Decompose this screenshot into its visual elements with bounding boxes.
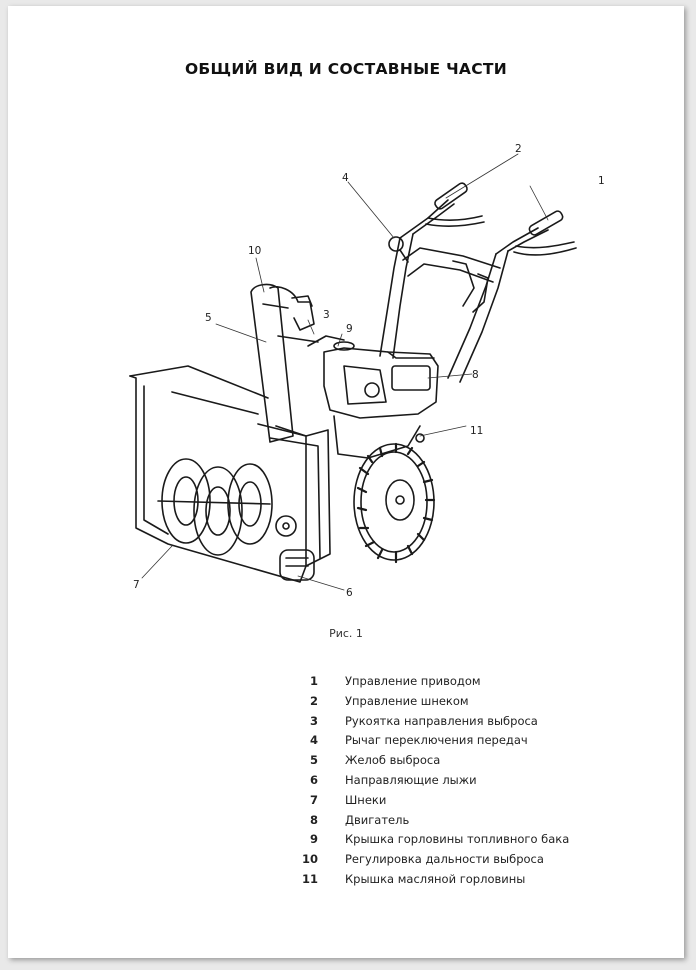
callout-4: 4 <box>342 172 349 184</box>
legend-number: 3 <box>309 713 318 728</box>
legend-number: 1 <box>309 674 318 688</box>
callout-2: 2 <box>515 143 522 155</box>
callout-6: 6 <box>346 587 353 599</box>
legend-label: Регулировка дальности выброса <box>345 852 544 867</box>
augers <box>157 458 273 556</box>
legend-label: Крышка горловины топливного бака <box>345 832 570 847</box>
callout-3: 3 <box>323 309 330 321</box>
callout-7: 7 <box>133 579 140 591</box>
legend-label: Рукоятка направления выброса <box>345 713 538 728</box>
figure-caption: Рис. 1 <box>329 627 363 640</box>
chute-direction-handle <box>307 335 345 347</box>
page-title: ОБЩИЙ ВИД И СОСТАВНЫЕ ЧАСТИ <box>184 60 508 78</box>
legend-label: Желоб выброса <box>345 753 441 768</box>
fuel-tank-cap <box>333 341 355 351</box>
callout-8: 8 <box>472 369 479 381</box>
handle-frame <box>379 199 549 383</box>
legend-label: Рычаг переключения передач <box>345 733 528 748</box>
callout-11: 11 <box>470 425 483 437</box>
legend-label: Шнеки <box>345 792 387 807</box>
legend-number: 9 <box>309 832 318 847</box>
manual-page: ОБЩИЙ ВИД И СОСТАВНЫЕ ЧАСТИ <box>8 6 684 958</box>
callout-numbers: 1 2 3 4 5 6 7 8 9 10 11 <box>133 143 605 599</box>
snowblower-illustration: 1 2 3 4 5 6 7 8 9 10 11 <box>129 143 605 599</box>
legend-label: Направляющие лыжи <box>345 772 477 787</box>
legend-number: 8 <box>309 812 318 827</box>
callout-5: 5 <box>205 312 212 324</box>
legend-number: 6 <box>309 772 318 787</box>
oil-filler-cap <box>415 433 425 443</box>
legend-label: Управление шнеком <box>345 693 469 708</box>
legend-number: 5 <box>309 753 318 768</box>
callout-leader-lines <box>141 153 549 591</box>
legend-number: 11 <box>301 871 318 886</box>
callout-9: 9 <box>346 323 353 335</box>
legend-label: Двигатель <box>345 812 410 827</box>
legend-number: 7 <box>309 792 318 807</box>
legend-label: Управление приводом <box>345 674 481 688</box>
legend-number: 10 <box>301 852 318 867</box>
callout-10: 10 <box>248 245 261 257</box>
gear-shift-lever <box>388 236 409 263</box>
legend-label: Крышка масляной горловины <box>345 871 526 886</box>
skid-shoes <box>279 549 315 581</box>
drive-control-lever <box>513 210 577 256</box>
legend-number: 4 <box>309 733 318 748</box>
wheel <box>353 442 436 564</box>
legend-number: 2 <box>309 693 318 708</box>
auger-control-lever <box>425 182 485 227</box>
auger-housing <box>129 365 331 583</box>
callout-1: 1 <box>598 175 605 187</box>
discharge-chute <box>250 283 319 443</box>
